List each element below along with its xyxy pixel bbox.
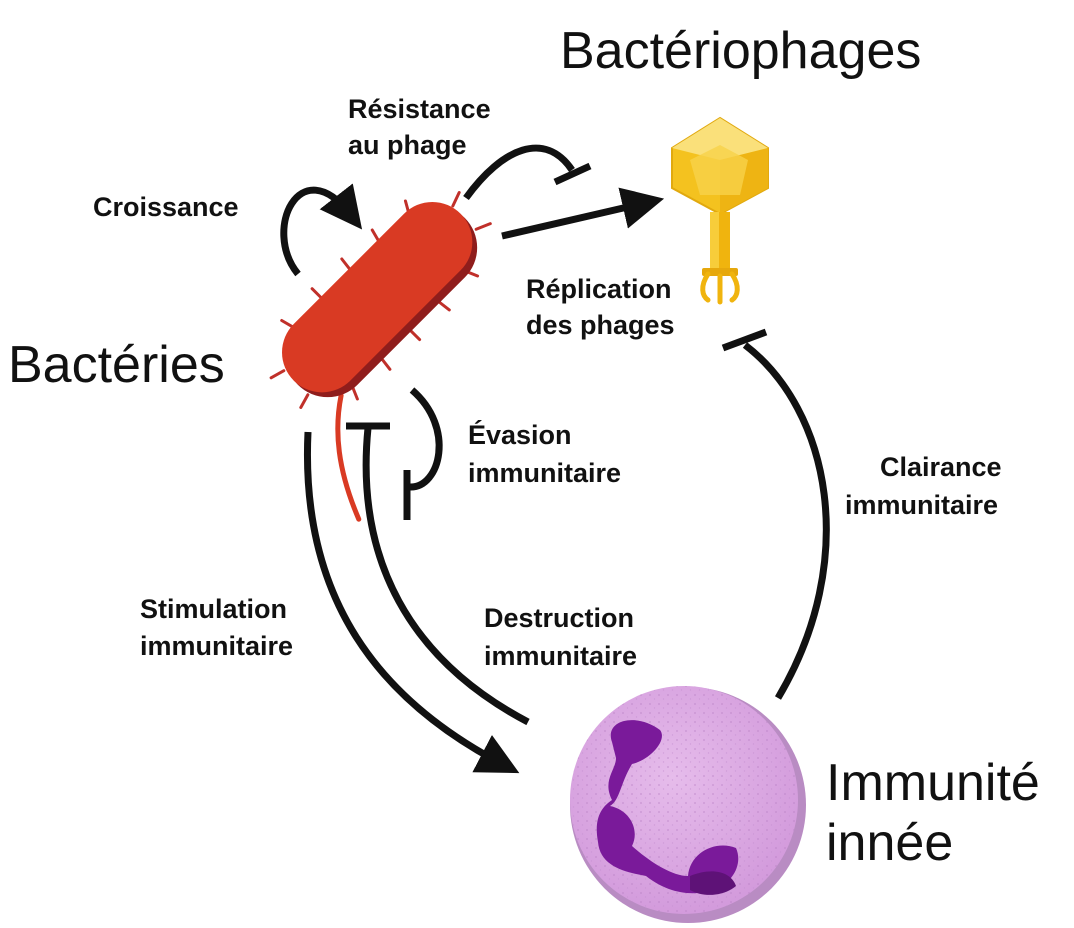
phage-resistance-bar	[553, 162, 592, 186]
label-immune-evasion-line2: immunitaire	[468, 458, 621, 488]
label-immune-clearance-line2: immunitaire	[845, 490, 998, 520]
label-immune-stimulation-line2: immunitaire	[140, 631, 293, 661]
neutrophil-icon	[570, 686, 806, 923]
label-immune-destruction-line2: immunitaire	[484, 641, 637, 671]
node-title-innate-immunity-line1: Immunité	[826, 754, 1040, 812]
phage-resistance-curve	[463, 144, 575, 201]
immune-destruction-curve	[362, 427, 530, 726]
label-immune-evasion-line1: Évasion	[468, 419, 572, 450]
growth-arrow	[280, 183, 363, 277]
immune-evasion-curve	[409, 387, 443, 491]
bacterium-icon	[269, 191, 492, 522]
phage-replication-arrow	[501, 187, 665, 240]
label-immune-stimulation-line1: Stimulation	[140, 594, 287, 624]
node-title-phages: Bactériophages	[560, 22, 921, 80]
label-phage-resistance-line1: Résistance	[348, 94, 491, 124]
label-growth: Croissance	[93, 192, 239, 222]
node-title-innate-immunity-line2: innée	[826, 814, 953, 872]
immune-clearance-bar	[721, 328, 768, 352]
label-immune-destruction-line1: Destruction	[484, 603, 634, 633]
label-immune-clearance-line1: Clairance	[880, 452, 1002, 482]
immune-stimulation-arrow	[303, 431, 520, 774]
label-phage-replication-line1: Réplication	[526, 274, 672, 304]
node-title-bacteria: Bactéries	[8, 336, 225, 394]
label-phage-replication-line2: des phages	[526, 310, 675, 340]
label-phage-resistance-line2: au phage	[348, 130, 467, 160]
immune-clearance-curve	[742, 342, 830, 700]
bacteriophage-icon	[671, 116, 769, 305]
